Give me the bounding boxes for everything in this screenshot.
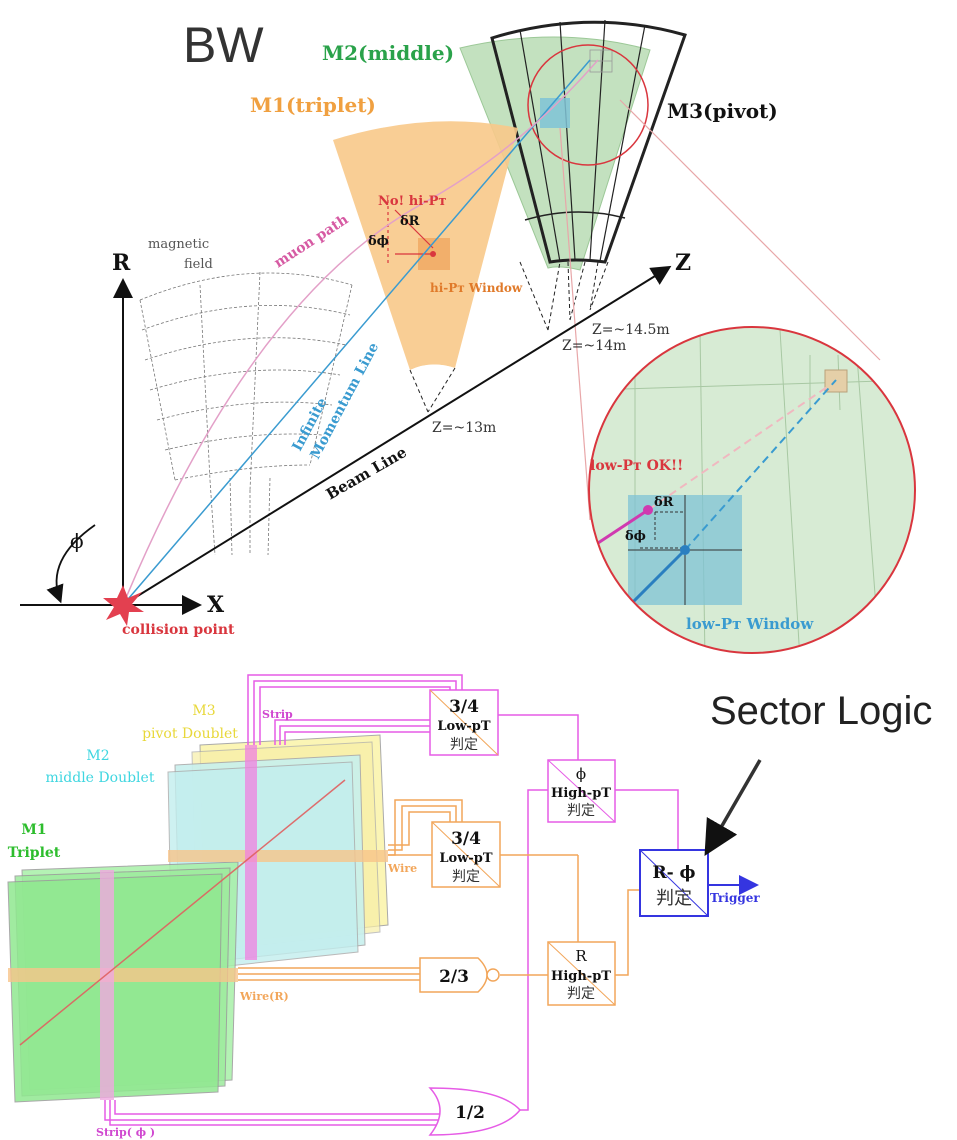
m2-label-a: M2 xyxy=(86,748,109,764)
wire-label: Wire xyxy=(387,862,417,875)
z145-label: Z=~14.5m xyxy=(592,322,670,338)
zoom-delta-r-label: δR xyxy=(654,495,674,510)
rphi-box: R- ϕ 判定 xyxy=(640,850,708,916)
high-phi-line2: High-pT xyxy=(551,786,611,801)
m3-label-a: M3 xyxy=(192,703,215,719)
magnetic-label-2: field xyxy=(184,257,213,272)
r-axis-label: R xyxy=(112,250,131,276)
rphi-line1: R- ϕ xyxy=(652,863,695,883)
low-strip-line3: 判定 xyxy=(450,737,478,753)
low-wire-line1: 3/4 xyxy=(451,829,481,849)
m1-label: M1(triplet) xyxy=(250,93,376,117)
strip-phi-label: Strip( ϕ ) xyxy=(96,1126,155,1139)
low-wire-box: 3/4 Low-pT 判定 xyxy=(432,822,500,887)
low-wire-line3: 判定 xyxy=(452,869,480,885)
collision-label: collision point xyxy=(122,622,235,638)
zoom-connector-1 xyxy=(620,100,880,360)
sector-logic-label: Sector Logic xyxy=(710,689,932,733)
gate-2of3-label: 2/3 xyxy=(439,967,469,987)
high-r-line1: R xyxy=(575,947,587,965)
rphi-line2: 判定 xyxy=(656,888,692,909)
high-phi-line1: ϕ xyxy=(576,765,586,783)
m2-label-b: middle Doublet xyxy=(46,770,155,786)
m2-m3-wire-band xyxy=(168,850,388,862)
zoom-delta-phi-label: δϕ xyxy=(625,529,646,544)
gate-2of3: 2/3 xyxy=(420,958,499,992)
lowpt-window-label: low-Pᴛ Window xyxy=(686,615,814,633)
trigger-label: Trigger xyxy=(710,891,760,905)
m3-label: M3(pivot) xyxy=(667,99,778,123)
magnetic-label-1: magnetic xyxy=(148,237,209,252)
high-phi-line3: 判定 xyxy=(567,803,595,819)
z-axis-label: Z xyxy=(675,250,691,276)
gate-1of2-label: 1/2 xyxy=(455,1103,485,1123)
gate-1of2: 1/2 xyxy=(430,1088,520,1135)
x-axis-label: X xyxy=(207,592,225,618)
low-strip-line1: 3/4 xyxy=(449,697,479,717)
delta-point xyxy=(430,251,436,257)
no-hipt-label: No! hi-Pᴛ xyxy=(378,194,446,209)
low-strip-line2: Low-pT xyxy=(437,719,490,734)
delta-phi-label: δϕ xyxy=(368,234,389,249)
phi-label: ϕ xyxy=(70,529,84,553)
lowpt-ok-label: low-Pᴛ OK!! xyxy=(590,458,683,474)
high-phi-box: ϕ High-pT 判定 xyxy=(548,760,615,822)
m3-label-b: pivot Doublet xyxy=(142,726,238,742)
low-strip-box: 3/4 Low-pT 判定 xyxy=(430,690,498,755)
muon-path-label: muon path xyxy=(271,212,351,272)
high-r-box: R High-pT 判定 xyxy=(548,942,615,1005)
m1-wire-band xyxy=(8,968,238,982)
delta-r-label: δR xyxy=(400,214,420,229)
high-r-line2: High-pT xyxy=(551,969,611,984)
z13-label: Z=~13m xyxy=(432,420,496,436)
m1-tail xyxy=(410,368,455,412)
hipt-window-label: hi-Pᴛ Window xyxy=(430,281,523,295)
title: BW xyxy=(183,17,264,73)
m1-label-b: Triplet xyxy=(8,845,61,861)
m2-m3-tails xyxy=(520,262,608,330)
infinite-hit-point xyxy=(680,545,690,555)
sector-logic-arrow xyxy=(708,760,760,850)
high-r-line3: 判定 xyxy=(567,986,595,1002)
m1-strip-band xyxy=(100,870,114,1100)
m2-label: M2(middle) xyxy=(322,41,454,65)
wire-r-label: Wire(R) xyxy=(239,990,289,1003)
z14-label: Z=~14m xyxy=(562,338,626,354)
zoom-view xyxy=(589,327,915,660)
lowpt-hit-point xyxy=(643,505,653,515)
m1-label-a: M1 xyxy=(21,822,46,838)
strip-label: Strip xyxy=(262,708,293,721)
low-wire-line2: Low-pT xyxy=(439,851,492,866)
